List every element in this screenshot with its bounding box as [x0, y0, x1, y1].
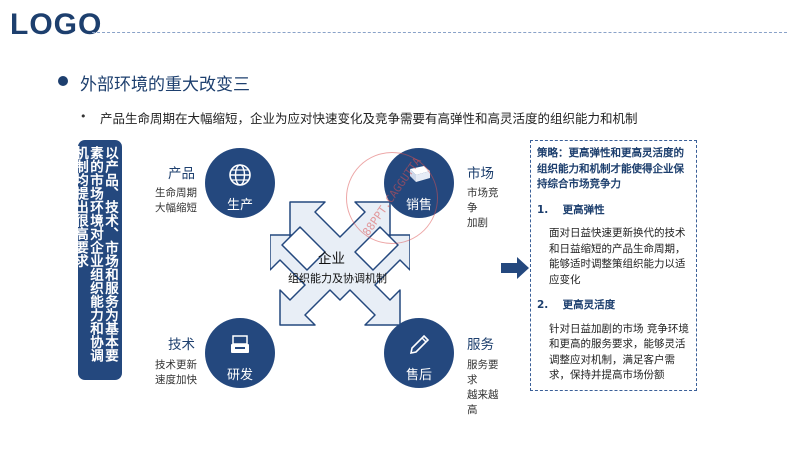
market-desc: 市场竞争 加剧 [467, 187, 499, 229]
enterprise-label: 企业 [318, 251, 345, 267]
enterprise-subtitle: 组织能力及协调机制 [288, 272, 387, 285]
service-title: 服务 [467, 337, 494, 353]
watermark-stamp [346, 152, 438, 244]
section-bullet-dot [58, 76, 68, 86]
point-body: 针对日益加剧的市场 竞争环境和更高的服务要求，能够灵活调整应对机制，满足客户需求… [549, 322, 689, 382]
tech-title: 技术 [168, 337, 195, 353]
strategy-heading: 策略：更高弹性和更高灵活度的组织能力和机制才能使得企业保持综合市场竞争力 [537, 147, 684, 190]
point-body: 面对日益快速更新换代的技术和日益缩短的产品生命周期，能够适时调整策组织能力以适应… [549, 227, 686, 286]
right-arrow-icon [501, 257, 529, 279]
tech-desc: 技术更新 速度加快 [155, 359, 197, 386]
service-desc: 服务要求 越来越高 [467, 359, 499, 416]
strategy-point-1: 1. 更高弹性 [537, 203, 690, 219]
bullet-symbol: • [80, 110, 87, 123]
after-sales-label: 售后 [405, 368, 432, 383]
rnd-circle: 研发 [205, 318, 275, 388]
section-title: 外部环境的重大改变三 [80, 75, 250, 95]
vertical-summary-box: 以产品、技术、市场和服务为基本要素的市场环境对企业组织能力和协调机制均提出很高要… [72, 140, 122, 380]
point-title: 更高灵活度 [562, 299, 616, 311]
production-label: 生产 [226, 198, 253, 213]
market-title: 市场 [467, 166, 494, 182]
strategy-box: 策略：更高弹性和更高灵活度的组织能力和机制才能使得企业保持综合市场竞争力 1. … [530, 140, 697, 391]
strategy-point-2: 2. 更高灵活度 [537, 298, 690, 314]
product-title: 产品 [168, 166, 195, 182]
product-desc: 生命周期 大幅缩短 [155, 187, 197, 214]
four-way-arrow [270, 201, 410, 326]
pen-icon [409, 334, 430, 355]
point-title: 更高弹性 [562, 203, 605, 216]
rnd-label: 研发 [226, 368, 253, 383]
logo: LOGO [10, 8, 103, 41]
globe-icon [229, 164, 251, 186]
after-sales-circle: 售后 [384, 318, 454, 388]
point-number: 1. [537, 203, 549, 216]
header-divider [92, 32, 787, 33]
bullet-text: 产品生命周期在大幅缩短，企业为应对快速变化及竞争需要有高弹性和高灵活度的组织能力… [100, 111, 638, 126]
point-number: 2. [537, 299, 549, 311]
printer-icon [231, 335, 249, 353]
production-circle: 生产 [205, 148, 275, 218]
